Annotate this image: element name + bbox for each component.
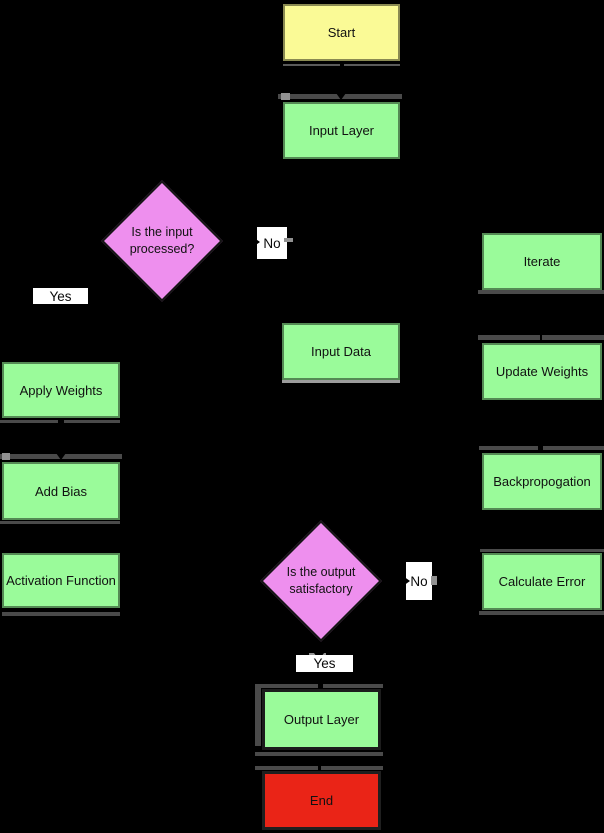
connector-stub xyxy=(2,453,10,460)
node-input-layer[interactable]: Input Layer xyxy=(283,102,400,159)
node-input-data-label: Input Data xyxy=(311,344,371,359)
connector-gap xyxy=(318,765,321,772)
connector-rail xyxy=(0,521,120,524)
connector-stub xyxy=(284,238,293,242)
arrowhead-icon xyxy=(56,453,66,460)
edge-label-no-input[interactable]: No xyxy=(257,227,287,259)
edge-label-text: Yes xyxy=(49,288,72,304)
connector-rail xyxy=(0,420,58,423)
edge-label-text: No xyxy=(263,235,281,251)
node-backpropogation[interactable]: Backpropogation xyxy=(482,453,602,510)
node-decision-output-label: Is the output satisfactory xyxy=(286,565,356,596)
node-end-label: End xyxy=(309,793,334,808)
node-iterate-label: Iterate xyxy=(523,254,561,269)
node-start[interactable]: Start xyxy=(283,4,400,61)
node-apply-weights-label: Apply Weights xyxy=(19,382,103,398)
connector-rail xyxy=(255,688,261,746)
connector-rail xyxy=(344,64,400,66)
arrowhead-icon xyxy=(336,93,346,100)
edge-label-text: Yes xyxy=(313,656,336,671)
node-start-label: Start xyxy=(327,25,356,40)
node-update-weights[interactable]: Update Weights xyxy=(482,343,602,400)
node-iterate[interactable]: Iterate xyxy=(482,233,602,290)
connector-gap xyxy=(538,446,543,450)
connector-rail xyxy=(478,290,604,294)
node-add-bias[interactable]: Add Bias xyxy=(2,462,120,520)
connector-rail xyxy=(64,420,120,423)
connector-rail xyxy=(479,611,604,615)
connector-rail xyxy=(282,380,400,383)
node-backpropogation-label: Backpropogation xyxy=(493,474,591,489)
connector-gap xyxy=(540,334,542,342)
node-calculate-error[interactable]: Calculate Error xyxy=(482,553,602,610)
edge-label-yes-output[interactable]: Yes xyxy=(296,655,353,672)
connector-rail xyxy=(255,752,383,756)
connector-stub xyxy=(281,93,290,100)
node-output-layer[interactable]: Output Layer xyxy=(262,689,381,750)
node-apply-weights[interactable]: Apply Weights xyxy=(2,362,120,418)
edge-label-yes-input[interactable]: Yes xyxy=(33,288,88,304)
connector-gap xyxy=(318,684,323,688)
node-decision-output[interactable]: Is the output satisfactory xyxy=(260,520,382,642)
node-activation-function[interactable]: Activation Function xyxy=(2,553,120,608)
connector-rail xyxy=(480,549,604,552)
node-update-weights-label: Update Weights xyxy=(495,364,589,379)
edge-label-text: No xyxy=(410,573,428,589)
edge-label-no-output[interactable]: No xyxy=(406,562,432,600)
node-decision-input-label: Is the input processed? xyxy=(129,225,195,256)
node-calculate-error-label: Calculate Error xyxy=(498,574,586,589)
connector-rail xyxy=(283,64,340,66)
connector-rail xyxy=(2,612,120,616)
node-add-bias-label: Add Bias xyxy=(34,483,88,499)
node-output-layer-label: Output Layer xyxy=(283,712,360,727)
node-decision-input[interactable]: Is the input processed? xyxy=(101,180,223,302)
node-activation-function-label: Activation Function xyxy=(6,573,116,588)
arrowhead-icon xyxy=(403,576,410,586)
node-end[interactable]: End xyxy=(262,771,381,830)
node-input-data[interactable]: Input Data xyxy=(282,323,400,380)
arrowhead-icon xyxy=(253,237,260,247)
connector-stub xyxy=(431,576,437,585)
node-input-layer-label: Input Layer xyxy=(308,123,375,138)
